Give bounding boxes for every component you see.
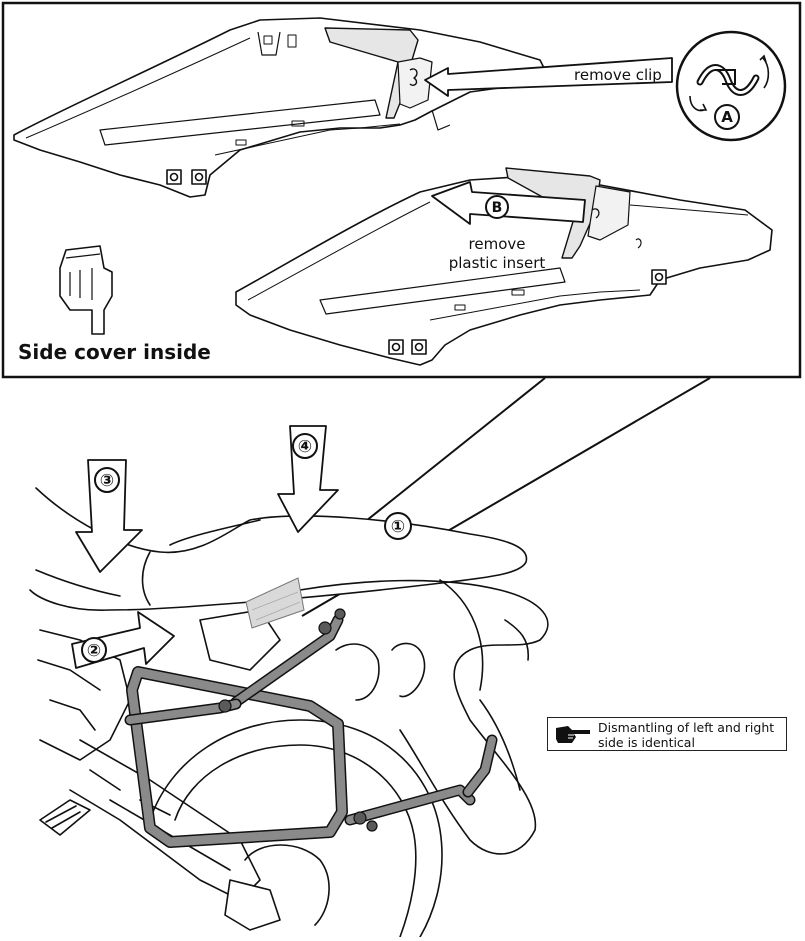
marker-1: ① — [391, 517, 405, 537]
arrow-remove-clip — [424, 57, 673, 97]
callout-remove-clip: remove clip — [574, 66, 662, 84]
callout-remove-insert-line1: remove — [468, 235, 526, 253]
marker-4: ④ — [298, 437, 312, 457]
note-text: Dismantling of left and right side is id… — [598, 720, 775, 750]
side-cover-top — [13, 17, 549, 198]
marker-a: A — [721, 108, 733, 126]
pointing-hand-icon — [556, 726, 590, 743]
side-cover-inside-label: Side cover inside — [18, 340, 211, 364]
callout-remove-insert-line2: plastic insert — [448, 254, 546, 272]
marker-3: ③ — [100, 471, 114, 491]
marker-2: ② — [87, 641, 101, 661]
side-carrier-rack — [124, 614, 498, 848]
marker-b: B — [492, 200, 503, 216]
arrow-step-4 — [277, 425, 339, 533]
marker-1-circle — [384, 512, 412, 540]
rack-mounting-bolts — [218, 608, 378, 832]
motorcycle-drawing — [29, 487, 549, 938]
note-box: Dismantling of left and right side is id… — [547, 717, 787, 751]
clip-detail-circle — [675, 30, 787, 142]
pointing-hand-icon — [59, 245, 113, 335]
side-cover-insert-on-bike — [245, 577, 305, 629]
arrow-step-2 — [71, 611, 175, 669]
callout-remove-plastic-insert: remove plastic insert — [438, 235, 556, 273]
arrow-remove-insert — [431, 181, 586, 225]
side-cover-bottom — [235, 167, 773, 366]
arrow-step-3 — [75, 459, 143, 573]
